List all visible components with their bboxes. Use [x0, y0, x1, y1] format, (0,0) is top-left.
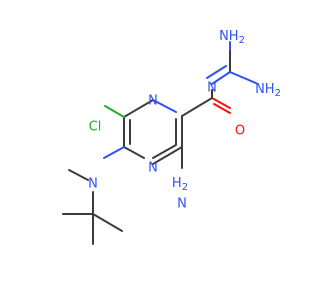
- atom-nh2-top: NH2: [219, 29, 245, 46]
- atom-imine-n: N: [207, 81, 217, 96]
- atom-nh2-right: NH2: [255, 82, 281, 99]
- atom-labels: NH2 NH2 N O N N Cl N H2 N: [88, 29, 281, 212]
- atom-amino-h2: H2: [172, 176, 188, 193]
- bond-n4-c5: [152, 99, 177, 113]
- bond-c5-c6: [123, 99, 154, 118]
- bond-c1-n: [123, 146, 145, 159]
- bond-c-nh2-right: [229, 71, 259, 85]
- atom-amino-n: N: [177, 197, 187, 212]
- bond-c2-n-inner: [152, 144, 177, 159]
- bond-co-1: [211, 97, 231, 109]
- atom-ring-n-top: N: [148, 94, 158, 109]
- bond-c-n-double: [206, 65, 227, 79]
- bond-ring-carbonyl: [181, 97, 213, 117]
- atom-amine-n: N: [88, 177, 98, 192]
- bond-tbu-me3: [92, 213, 123, 232]
- bonds: [62, 41, 259, 245]
- bond-imine-n: [211, 71, 231, 85]
- bond-co-2: [213, 103, 231, 114]
- atom-ring-n-bottom: N: [148, 161, 158, 176]
- bond-n-methyl: [68, 169, 89, 181]
- molecule-structure: NH2 NH2 N O N N Cl N H2 N: [62, 29, 281, 245]
- atom-carbonyl-o: O: [235, 124, 245, 139]
- bond-c-cl: [104, 105, 125, 118]
- bond-c2-c3: [152, 146, 183, 165]
- bond-ring-n: [103, 146, 125, 159]
- atom-chloro: Cl: [89, 120, 102, 135]
